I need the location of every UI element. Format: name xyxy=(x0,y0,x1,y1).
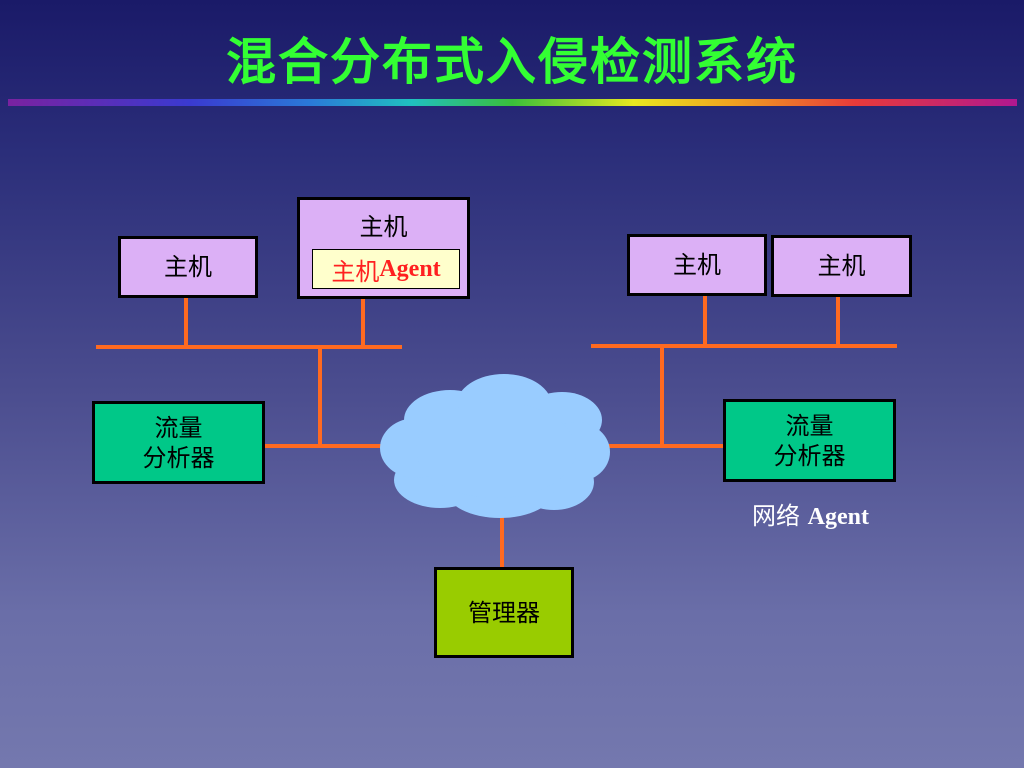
network-agent-label: 网络 Agent xyxy=(752,502,869,530)
left-bus-line xyxy=(96,345,402,349)
host-label: 主机 xyxy=(164,253,212,281)
host-box-right-1: 主机 xyxy=(627,234,767,296)
host-box-right-2: 主机 xyxy=(771,235,912,297)
manager-box: 管理器 xyxy=(434,567,574,658)
right-bus-to-flow-line xyxy=(660,348,664,447)
title-divider xyxy=(8,99,1017,106)
center-host-drop-line xyxy=(361,296,365,346)
right-flow-link-line xyxy=(606,444,724,448)
host-box-left: 主机 xyxy=(118,236,258,298)
flow-analyzer-left: 流量 分析器 xyxy=(92,401,265,484)
flow-analyzer-right: 流量 分析器 xyxy=(723,399,896,482)
manager-link-line xyxy=(500,512,504,569)
right-host2-drop-line xyxy=(836,296,840,346)
page-title: 混合分布式入侵检测系统 xyxy=(226,33,798,91)
right-bus-line xyxy=(591,344,897,348)
host-label: 主机 xyxy=(817,252,866,280)
left-host-drop-line xyxy=(184,296,188,346)
right-host1-drop-line xyxy=(703,296,707,346)
host-label: 主机 xyxy=(359,213,408,241)
left-bus-to-flow-line xyxy=(318,349,322,447)
host-label: 主机 xyxy=(673,251,721,279)
left-flow-link-line xyxy=(264,444,388,448)
network-cloud-icon xyxy=(380,374,610,518)
manager-label: 管理器 xyxy=(468,598,540,627)
